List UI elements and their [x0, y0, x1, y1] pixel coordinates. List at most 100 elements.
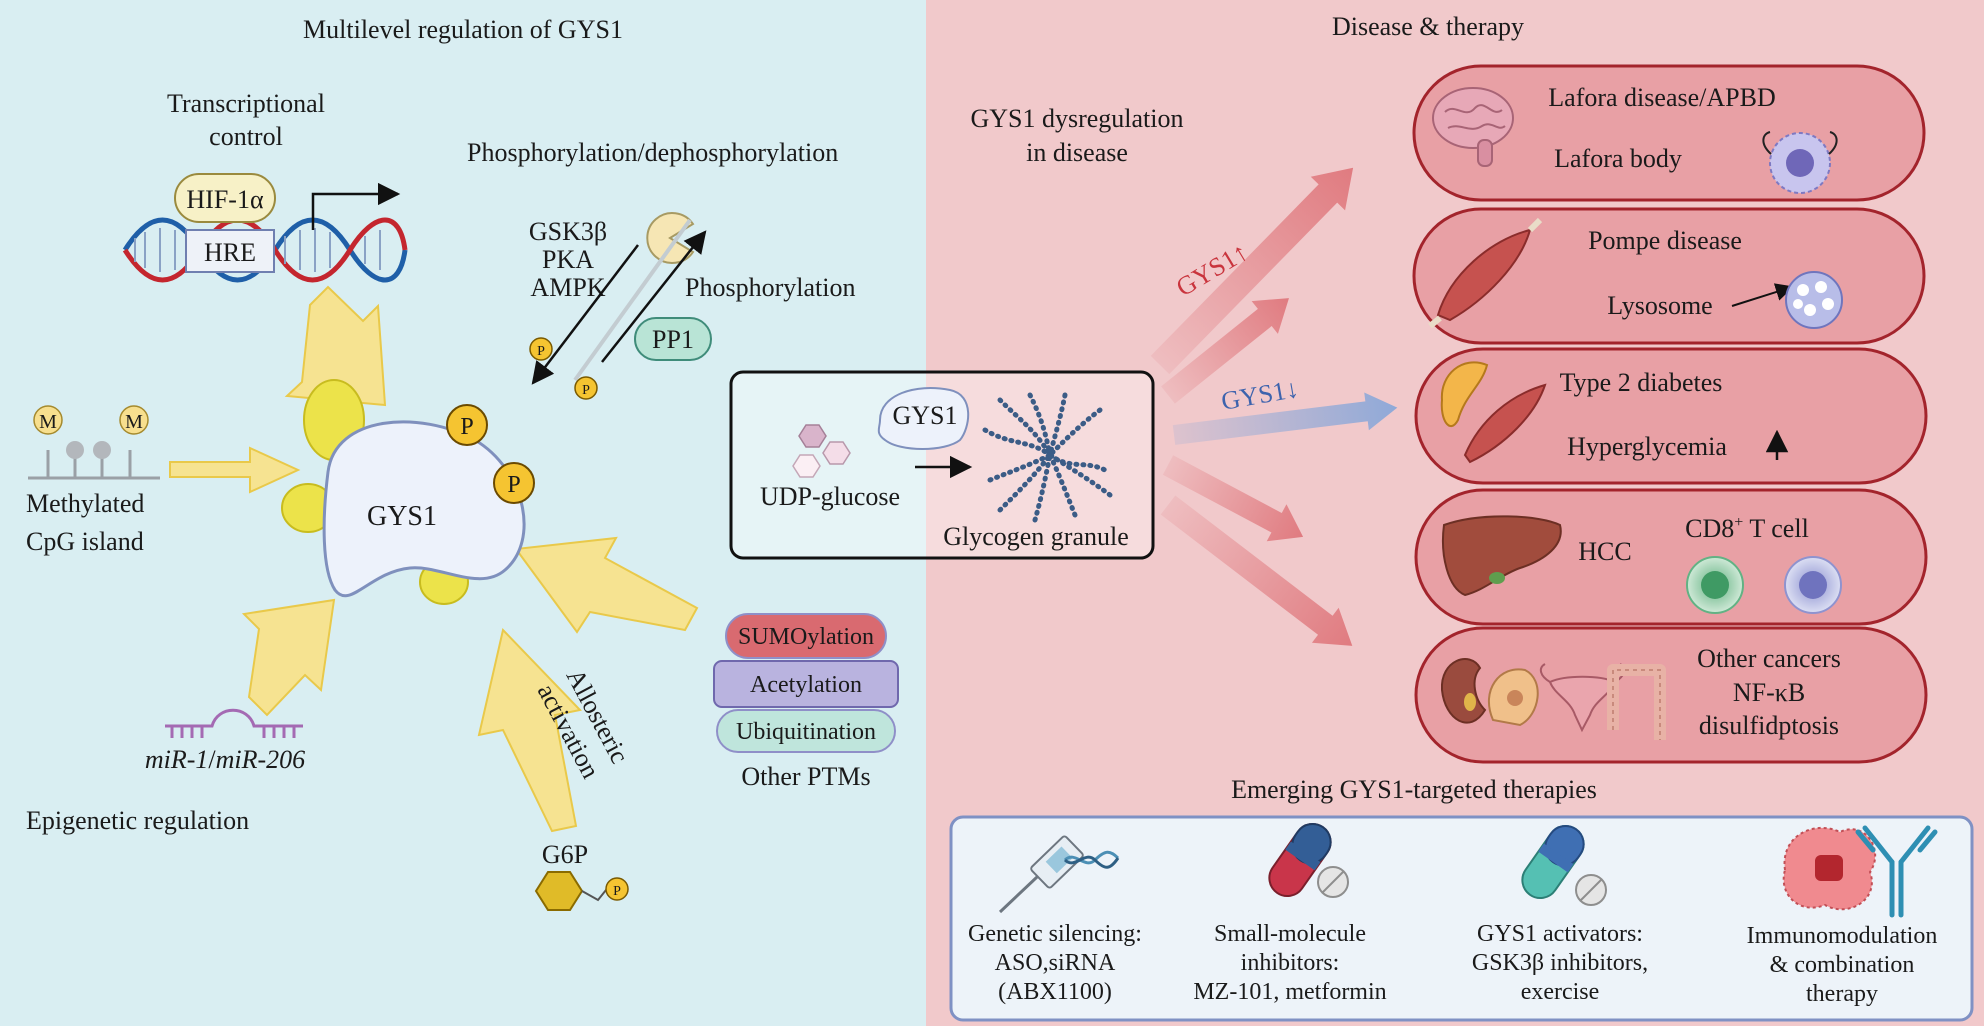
cd8-superscript: +: [1734, 514, 1743, 531]
acetylation-label: Acetylation: [750, 672, 862, 698]
transcription-label-line1: Transcriptional: [167, 89, 325, 118]
phosphorylation-label: Phosphorylation: [685, 273, 855, 302]
hcc-label: HCC: [1578, 537, 1631, 566]
lafora-line1: Lafora disease/APBD: [1548, 83, 1775, 112]
hre-label: HRE: [204, 238, 256, 267]
pancreas-icon: [1440, 361, 1489, 428]
gys1-phosphate-2: [493, 462, 535, 504]
therapy-immuno-line2: & combination: [1770, 952, 1915, 978]
cd8-main: CD8: [1685, 514, 1734, 543]
therapy-small-molecule-line2: inhibitors:: [1241, 950, 1340, 976]
cd8-rest: T cell: [1743, 514, 1808, 543]
therapy-small-molecule-line3: MZ-101, metformin: [1193, 979, 1386, 1005]
other-ptms-label: Other PTMs: [741, 762, 870, 791]
mirna-label-part1: miR-1: [145, 745, 209, 774]
hif1a-pill: [174, 173, 276, 223]
methyl-mark-1-label: M: [39, 411, 57, 433]
capsule-icon-2: [1521, 824, 1607, 906]
phosphorylation-arrow: [601, 230, 707, 363]
arrow-ptm-to-gys1: [514, 536, 699, 634]
glycogen-granule-icon: [982, 392, 1113, 523]
glycogen-granule-label: Glycogen granule: [943, 522, 1129, 551]
hre-box: [185, 229, 275, 273]
sumoylation-pill: [725, 613, 887, 659]
arrow-to-pompe: [1161, 298, 1289, 404]
pompe-line2: Lysosome: [1607, 291, 1712, 320]
syringe-dna-icon: [998, 835, 1120, 914]
phospho-membrane: [573, 218, 692, 382]
acetylation-box: [713, 660, 899, 708]
arrow-transcription-to-gys1: [284, 285, 387, 407]
phosphate-small-2: [574, 376, 598, 400]
ubiquitination-pill: [716, 709, 896, 753]
methyl-mark-1: [33, 405, 63, 435]
phosphate-small-2-label: P: [582, 383, 590, 398]
therapy-activators-line2: GSK3β inhibitors,: [1472, 950, 1648, 976]
disease-arrows: [1150, 167, 1398, 646]
breast-icon: [1487, 668, 1539, 727]
transcription-label-line2: control: [209, 122, 283, 151]
pp1-label: PP1: [652, 325, 694, 354]
gys1-enzyme-label: GYS1: [367, 501, 437, 532]
colon-icon: [1607, 664, 1666, 740]
g6p-linker: [581, 889, 607, 902]
udp-glucose-icon: [792, 424, 851, 478]
phosphate-small-1-label: P: [537, 344, 545, 359]
disease-pill-pompe: Pompe disease Lysosome: [1412, 207, 1926, 345]
g6p-hexagon-icon: [534, 871, 584, 911]
gys1-enzyme: [281, 379, 526, 605]
muscle-icon-2: [1463, 383, 1547, 464]
gys1-phosphate-1: [446, 404, 488, 446]
other-cancers-line2: NF-κB: [1733, 678, 1805, 707]
mirna-label: miR-1/miR-206: [145, 745, 305, 774]
dysregulation-label-line1: GYS1 dysregulation: [970, 104, 1183, 133]
ubiquitination-label: Ubiquitination: [736, 719, 876, 745]
lafora-body-cell-icon: [1762, 131, 1838, 194]
udp-glucose-label: UDP-glucose: [760, 482, 900, 511]
transcription-start-arrow: [311, 182, 401, 230]
gys1-small-label: GYS1: [892, 401, 957, 430]
arrow-to-lafora: [1150, 167, 1354, 375]
glycogen-synthesis-box: [729, 370, 1155, 560]
disease-pill-lafora: Lafora disease/APBD Lafora body: [1412, 64, 1926, 202]
therapy-immuno-line3: therapy: [1806, 981, 1878, 1007]
g6p-label: G6P: [542, 840, 588, 869]
methyl-mark-2-label: M: [125, 411, 143, 433]
methyl-mark-2: [119, 405, 149, 435]
methylation-label-line1: Methylated: [26, 489, 144, 518]
cd8-tcell-label: CD8+ T cell: [1685, 514, 1809, 543]
arrow-methylation-to-gys1: [169, 446, 301, 494]
dephosphorylation-arrow: [531, 244, 639, 385]
sumoylation-label: SUMOylation: [738, 624, 874, 650]
g6p-phosphate: [605, 877, 629, 901]
arrow-to-hcc: [1162, 455, 1304, 542]
gys1-phosphate-1-label: P: [460, 414, 473, 440]
mirna-label-separator: /: [208, 745, 216, 774]
lafora-line2: Lafora body: [1554, 144, 1682, 173]
arrow-g6p-to-gys1: [477, 627, 582, 833]
phosphate-small-1: [529, 337, 553, 361]
lysosome-icon: [1785, 271, 1843, 329]
pp1-pill: [634, 317, 712, 361]
therapy-small-molecule-line1: Small-molecule: [1214, 921, 1366, 947]
therapy-genetic-line3: (ABX1100): [998, 979, 1112, 1005]
g6p-phosphate-label: P: [613, 884, 621, 899]
gys1-phosphate-2-label: P: [507, 472, 520, 498]
arrow-to-other-cancers: [1160, 495, 1353, 646]
hif1a-label: HIF-1α: [186, 185, 264, 214]
phospho-title: Phosphorylation/dephosphorylation: [467, 138, 838, 167]
cd8-tcell-icon: [1686, 556, 1744, 614]
kinase-pka: PKA: [542, 245, 594, 274]
diabetes-line2: Hyperglycemia: [1567, 432, 1727, 461]
capsule-icon: [1268, 822, 1349, 898]
mirna-hairpin-icon: [165, 708, 303, 738]
therapies-box: [949, 815, 1974, 1022]
therapy-genetic-line2: ASO,siRNA: [995, 950, 1116, 976]
kinase-ampk: AMPK: [530, 273, 605, 302]
disease-pill-other-cancers: Other cancers NF-κB disulfidptosis: [1414, 626, 1928, 764]
therapy-immuno-line1: Immunomodulation: [1747, 923, 1938, 949]
tumor-cell-icon: [1784, 556, 1842, 614]
kidney-icon: [1440, 658, 1487, 724]
pompe-line1: Pompe disease: [1588, 226, 1742, 255]
